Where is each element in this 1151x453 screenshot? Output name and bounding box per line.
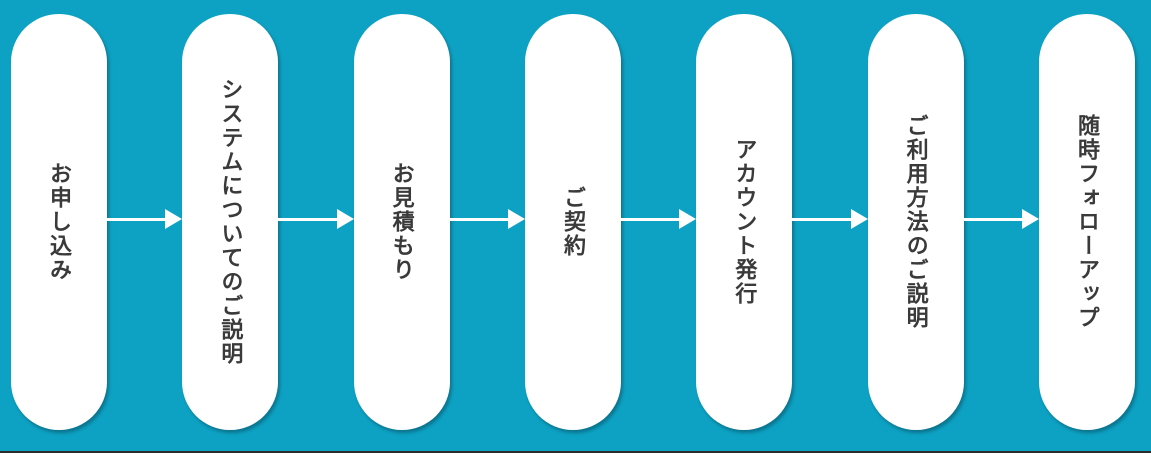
arrow-shaft — [792, 217, 851, 221]
arrow-right-icon — [620, 14, 697, 424]
flow-step-7-label: 随時フォローアップ — [1074, 114, 1100, 330]
arrow-head-icon — [1021, 209, 1039, 229]
flow-step-5: アカウント発行 — [696, 14, 793, 430]
arrow-head-icon — [507, 209, 525, 229]
arrow-head-icon — [165, 209, 183, 229]
flow-step-7: 随時フォローアップ — [1038, 14, 1135, 430]
flow-step-5-label: アカウント発行 — [732, 138, 758, 306]
flow-step-3-label: お見積もり — [389, 162, 415, 282]
arrow-head-icon — [679, 209, 697, 229]
bottom-edge-divider — [0, 451, 1151, 453]
arrow-right-icon — [278, 14, 354, 424]
flow-step-4: ご契約 — [524, 14, 621, 430]
flow-step-6-label: ご利用方法のご説明 — [903, 114, 929, 330]
arrow-head-icon — [336, 209, 354, 229]
arrow-right-icon — [963, 14, 1039, 424]
flow-step-2-label: システムについてのご説明 — [218, 78, 244, 366]
flow-step-1-label: お申し込み — [47, 162, 72, 282]
flow-step-3: お見積もり — [353, 14, 450, 430]
arrow-right-icon — [449, 14, 525, 424]
arrow-head-icon — [850, 209, 868, 229]
arrow-shaft — [278, 217, 337, 221]
arrow-shaft — [449, 217, 508, 221]
arrow-right-icon — [792, 14, 868, 424]
flow-step-2: システムについてのご説明 — [182, 14, 279, 430]
flow-step-4-label: ご契約 — [560, 186, 586, 258]
flow-step-6: ご利用方法のご説明 — [867, 14, 964, 430]
arrow-shaft — [963, 217, 1022, 221]
arrow-shaft — [107, 217, 166, 221]
flow-step-1: お申し込み — [11, 14, 107, 430]
arrow-right-icon — [107, 14, 183, 424]
arrow-shaft — [620, 217, 680, 221]
